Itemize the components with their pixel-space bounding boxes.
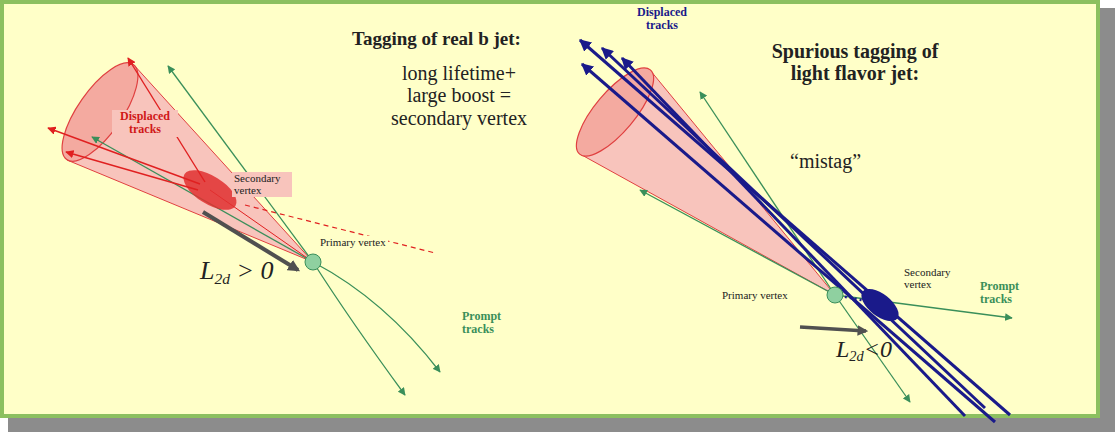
distance-label: L2d > 0	[200, 256, 274, 285]
annotation: “mistag”	[790, 150, 861, 172]
panel-heading: Tagging of real b jet:	[352, 28, 521, 49]
displaced-track	[582, 64, 995, 422]
prompt-track	[313, 262, 405, 395]
track-label: Prompt tracks	[980, 280, 1042, 307]
track-label: Prompt tracks	[462, 310, 524, 337]
vertex-label: Primary vertex	[720, 289, 790, 301]
secondary-vertex	[856, 283, 904, 327]
vertex-label: Secondary vertex	[232, 172, 292, 197]
frame-shadow	[1100, 8, 1115, 432]
prompt-track	[640, 190, 835, 295]
dashed-line	[245, 205, 435, 253]
primary-vertex	[305, 254, 321, 270]
vertex-label: Primary vertex	[318, 236, 388, 248]
cone-mouth	[564, 57, 665, 167]
frame-shadow	[8, 418, 1115, 432]
displaced-track	[580, 40, 1010, 415]
annotation: long lifetime+ large boost = secondary v…	[383, 62, 535, 129]
distance-label: L2d<0	[836, 336, 892, 363]
vertex-label: Secondary vertex	[902, 266, 962, 291]
l2d-arrow	[800, 327, 866, 331]
panel-heading: Spurious tagging of light flavor jet:	[760, 40, 950, 85]
primary-vertex	[827, 287, 843, 303]
displaced-track	[602, 48, 985, 408]
slide-frame	[2, 2, 1098, 416]
displaced-track	[622, 58, 965, 416]
track-label: Displaced tracks	[112, 110, 178, 137]
prompt-track	[313, 262, 440, 372]
displaced-track	[66, 152, 198, 190]
track-label: Displaced tracks	[630, 6, 694, 33]
